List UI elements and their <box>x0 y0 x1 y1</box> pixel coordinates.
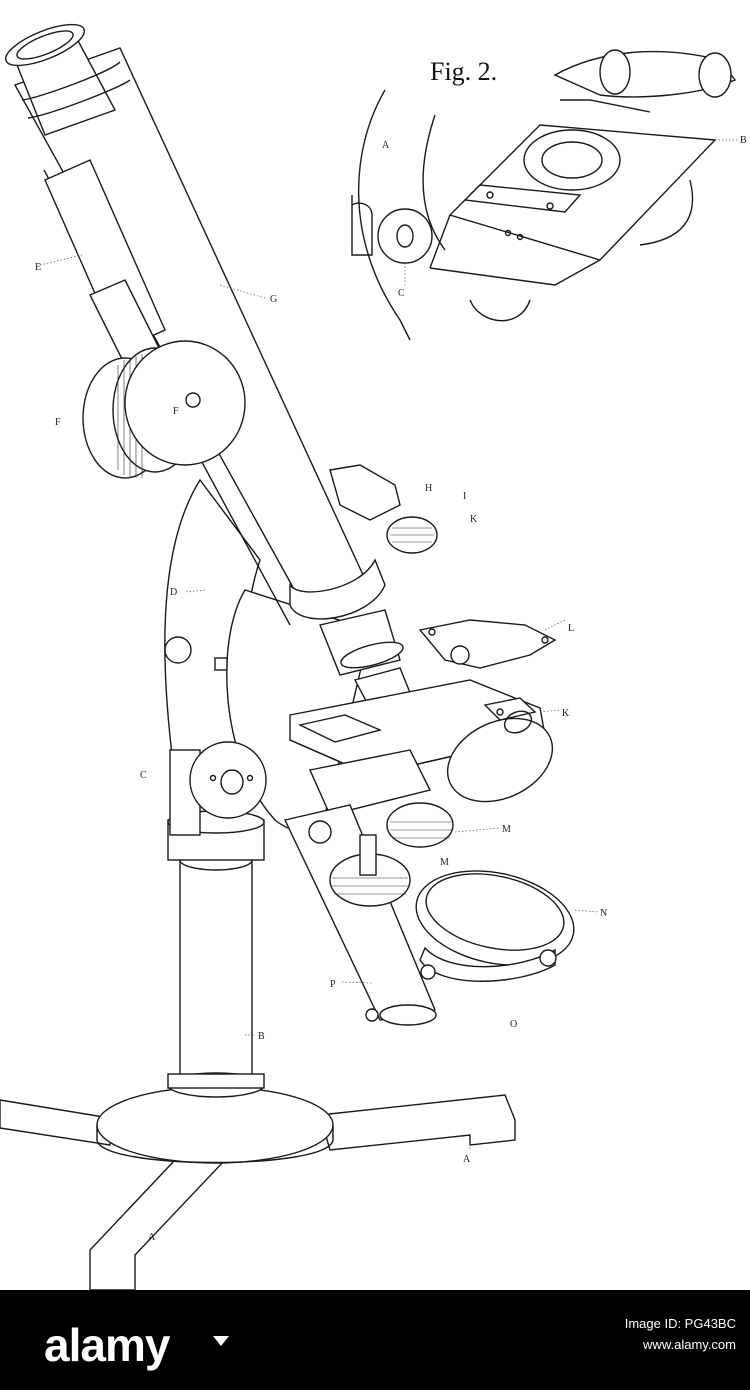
label-b: B <box>258 1031 265 1042</box>
label-p: P <box>330 979 336 990</box>
leader-lines <box>39 254 599 1150</box>
brand-triangle-icon <box>213 1336 229 1346</box>
image-id: Image ID: PG43BC <box>624 1316 736 1331</box>
microscope-drawing: Fig. 2. A B C <box>0 23 747 1290</box>
label-d: D <box>170 587 177 598</box>
figure-title: Fig. 2. <box>430 57 497 86</box>
label-a-front: A <box>148 1232 156 1243</box>
label-m-upper: M <box>502 824 511 835</box>
tripod-base <box>0 1086 516 1290</box>
watermark-footer: alamy Image ID: PG43BC www.alamy.com <box>0 1290 750 1390</box>
inset-stage-detail: Fig. 2. A B C <box>351 49 747 341</box>
label-m-lower: M <box>440 857 449 868</box>
label-k-upper: K <box>470 514 478 525</box>
label-l: L <box>568 623 574 634</box>
label-h: H <box>425 483 432 494</box>
label-a-right: A <box>463 1154 471 1165</box>
stage <box>289 619 557 803</box>
label-i: I <box>463 491 466 502</box>
label-o: O <box>510 1019 517 1030</box>
footer-meta: Image ID: PG43BC www.alamy.com <box>625 1316 736 1352</box>
label-n: N <box>600 908 607 919</box>
brand-logo: alamy <box>44 1319 170 1371</box>
inclination-joint <box>169 741 267 836</box>
microscope-plate: Fig. 2. A B C <box>0 23 747 1290</box>
fine-adjustment <box>329 464 438 554</box>
site-url[interactable]: www.alamy.com <box>643 1337 736 1352</box>
label-c: C <box>140 770 147 781</box>
label-k-stage: K <box>562 708 570 719</box>
coarse-focus-knobs <box>82 340 246 479</box>
substage <box>283 749 454 1026</box>
microscope-main: E G F F H I K D L K C M M N P O B A A <box>0 23 607 1290</box>
inset-label-a: A <box>382 140 390 151</box>
label-f-knob: F <box>173 406 179 417</box>
inset-label-b: B <box>740 135 747 146</box>
label-f-left: F <box>55 417 61 428</box>
pillar <box>167 810 265 1098</box>
label-g: G <box>270 294 277 305</box>
mirror <box>415 870 575 982</box>
label-e: E <box>35 262 41 273</box>
inset-label-c: C <box>398 288 405 299</box>
